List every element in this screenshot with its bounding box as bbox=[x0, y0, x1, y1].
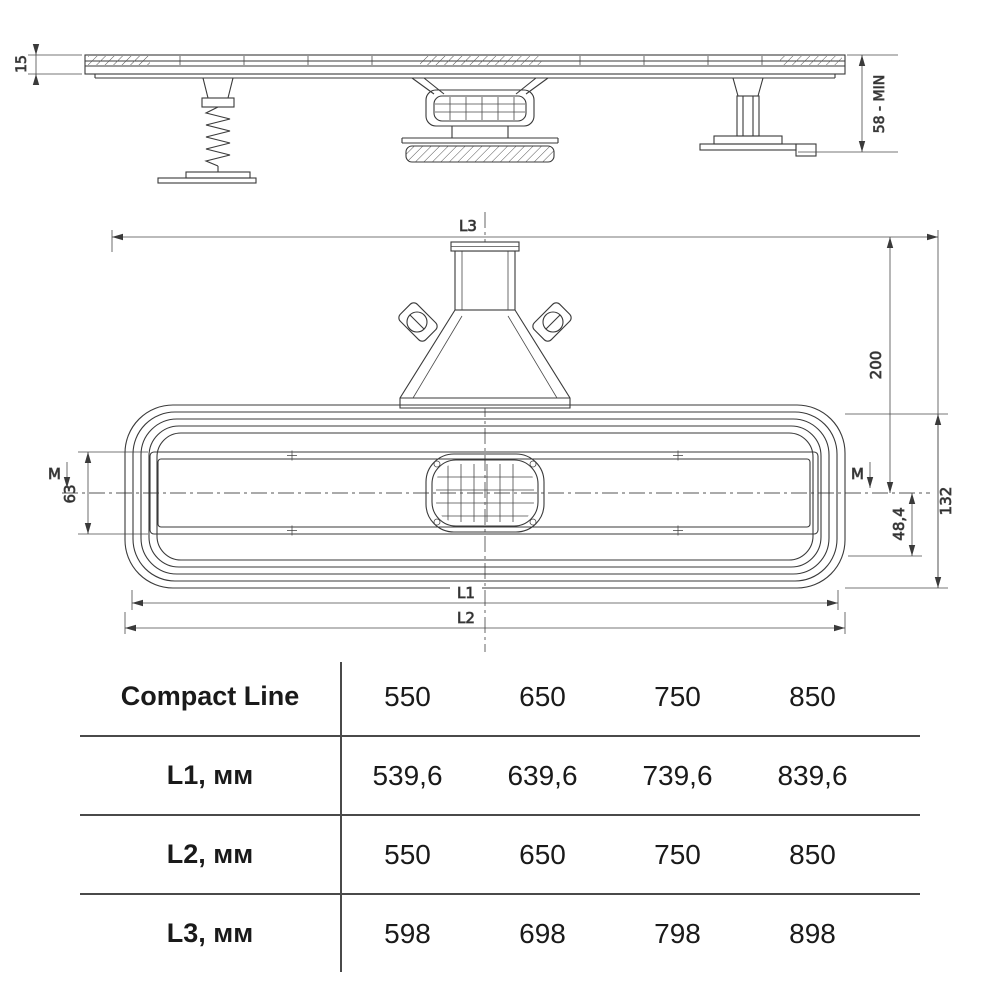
table-cell: 550 bbox=[384, 838, 431, 870]
table-header-label: Compact Line bbox=[120, 681, 300, 711]
dim-label-48-4: 48,4 bbox=[890, 507, 908, 540]
wing-screw-left bbox=[406, 311, 428, 333]
table-cell: 739,6 bbox=[642, 759, 713, 791]
dim-label-132: 132 bbox=[937, 487, 955, 516]
dimension-200: 200 bbox=[867, 237, 894, 493]
row-label: L3, мм bbox=[166, 918, 254, 948]
drain-trap-side bbox=[401, 77, 559, 163]
table-header-value: 550 bbox=[384, 680, 431, 712]
table-cell: 898 bbox=[789, 917, 836, 949]
dim-label-l2: L2 bbox=[457, 609, 475, 627]
row-label: L1, мм bbox=[166, 760, 254, 790]
table-divider bbox=[340, 662, 342, 972]
table-cell: 750 bbox=[654, 838, 701, 870]
datum-m-right: M bbox=[851, 462, 874, 488]
channel-frame bbox=[149, 450, 819, 536]
datum-m-left: M bbox=[48, 462, 71, 488]
technical-drawing: 15 58 - MIN bbox=[14, 44, 955, 652]
table-cell: 598 bbox=[384, 917, 431, 949]
table-header-value: 850 bbox=[789, 680, 836, 712]
wing-screw-right bbox=[542, 311, 564, 333]
table-cell: 698 bbox=[519, 917, 566, 949]
table-cell: 798 bbox=[654, 917, 701, 949]
dim-label-15: 15 bbox=[14, 55, 30, 73]
table-header-value: 750 bbox=[654, 680, 701, 712]
frame-clips bbox=[287, 450, 683, 536]
dim-label-63: 63 bbox=[61, 484, 79, 503]
plan-view: L3 200 132 48,4 63 M M bbox=[48, 212, 955, 652]
dim-label-m-right: M bbox=[851, 465, 864, 483]
drain-grate bbox=[425, 453, 545, 533]
channel-body bbox=[124, 404, 846, 589]
outlet-pipe bbox=[398, 241, 572, 409]
table-cell: 639,6 bbox=[507, 759, 578, 791]
table-cell: 539,6 bbox=[372, 759, 443, 791]
dim-label-l3: L3 bbox=[459, 217, 477, 235]
table-cell: 839,6 bbox=[777, 759, 848, 791]
dim-label-200: 200 bbox=[867, 351, 885, 380]
table-header-row: Compact Line 550 650 750 850 bbox=[80, 658, 920, 737]
side-view: 15 58 - MIN bbox=[14, 44, 898, 184]
dim-label-l1: L1 bbox=[457, 584, 475, 602]
dim-label-58-min: 58 - MIN bbox=[872, 75, 888, 133]
dim-label-m-left: M bbox=[48, 465, 61, 483]
table-cell: 850 bbox=[789, 838, 836, 870]
dimension-l2: L2 bbox=[124, 609, 846, 634]
dimension-58-min: 58 - MIN bbox=[798, 54, 898, 153]
dimension-l1: L1 bbox=[131, 584, 839, 610]
table-row-l2: L2, мм 550 650 750 850 bbox=[80, 816, 920, 895]
dimension-132: 132 bbox=[845, 413, 955, 589]
adjustable-foot-right bbox=[699, 77, 817, 157]
channel-profile bbox=[84, 54, 846, 79]
table-header-value: 650 bbox=[519, 680, 566, 712]
dimension-48-4: 48,4 bbox=[848, 493, 922, 557]
table-row-l1: L1, мм 539,6 639,6 739,6 839,6 bbox=[80, 737, 920, 816]
dimension-63: 63 bbox=[61, 451, 148, 535]
dimension-l3: L3 bbox=[111, 217, 939, 588]
row-label: L2, мм bbox=[166, 839, 254, 869]
table-cell: 650 bbox=[519, 838, 566, 870]
table-row-l3: L3, мм 598 698 798 898 bbox=[80, 895, 920, 972]
spec-table: Compact Line 550 650 750 850 L1, мм 539,… bbox=[80, 658, 920, 972]
dimension-15: 15 bbox=[14, 44, 82, 85]
adjustable-foot-left bbox=[157, 77, 257, 184]
